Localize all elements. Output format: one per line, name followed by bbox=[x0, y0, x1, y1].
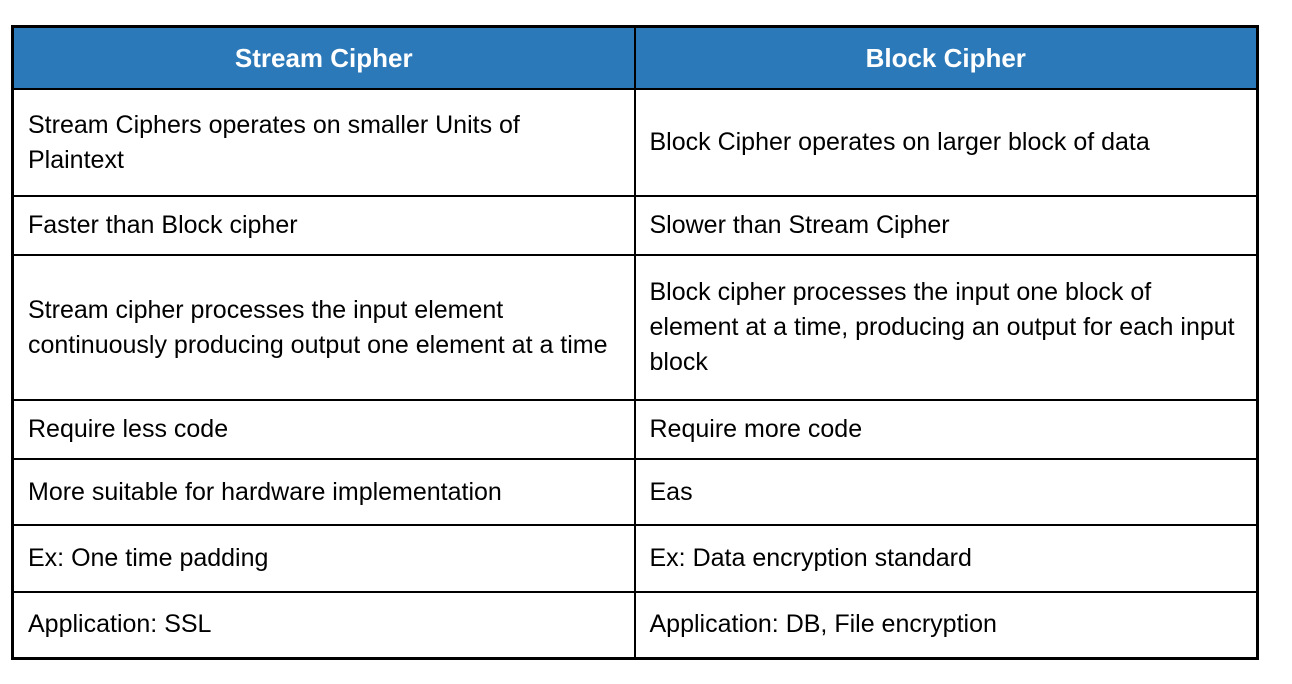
table-cell: Ex: One time padding bbox=[11, 524, 636, 593]
header-row: Stream Cipher Block Cipher bbox=[11, 25, 1259, 90]
table-row: Faster than Block cipher Slower than Str… bbox=[11, 195, 1259, 256]
table-cell: Faster than Block cipher bbox=[11, 195, 636, 256]
header-stream-cipher: Stream Cipher bbox=[11, 25, 636, 90]
table-cell: Require more code bbox=[633, 399, 1259, 460]
table-cell: Require less code bbox=[11, 399, 636, 460]
table-row: Stream Ciphers operates on smaller Units… bbox=[11, 88, 1259, 197]
table-cell: Ex: Data encryption standard bbox=[633, 524, 1259, 593]
table-cell: Slower than Stream Cipher bbox=[633, 195, 1259, 256]
table-cell: Application: SSL bbox=[11, 591, 636, 659]
table-row: Require less code Require more code bbox=[11, 399, 1259, 460]
table-row: Ex: One time padding Ex: Data encryption… bbox=[11, 524, 1259, 593]
table-cell: More suitable for hardware implementatio… bbox=[11, 458, 636, 526]
table-row: More suitable for hardware implementatio… bbox=[11, 458, 1259, 526]
header-block-cipher: Block Cipher bbox=[633, 25, 1259, 90]
table-cell: Application: DB, File encryption bbox=[633, 591, 1259, 659]
table-row: Stream cipher processes the input elemen… bbox=[11, 254, 1259, 401]
comparison-table: Stream Cipher Block Cipher Stream Cipher… bbox=[11, 25, 1259, 660]
table-cell: Block Cipher operates on larger block of… bbox=[633, 88, 1259, 197]
table-cell: Block cipher processes the input one blo… bbox=[633, 254, 1259, 401]
table-cell: Stream Ciphers operates on smaller Units… bbox=[11, 88, 636, 197]
table-cell: Stream cipher processes the input elemen… bbox=[11, 254, 636, 401]
table-cell: Eas bbox=[633, 458, 1259, 526]
table-row: Application: SSL Application: DB, File e… bbox=[11, 591, 1259, 659]
